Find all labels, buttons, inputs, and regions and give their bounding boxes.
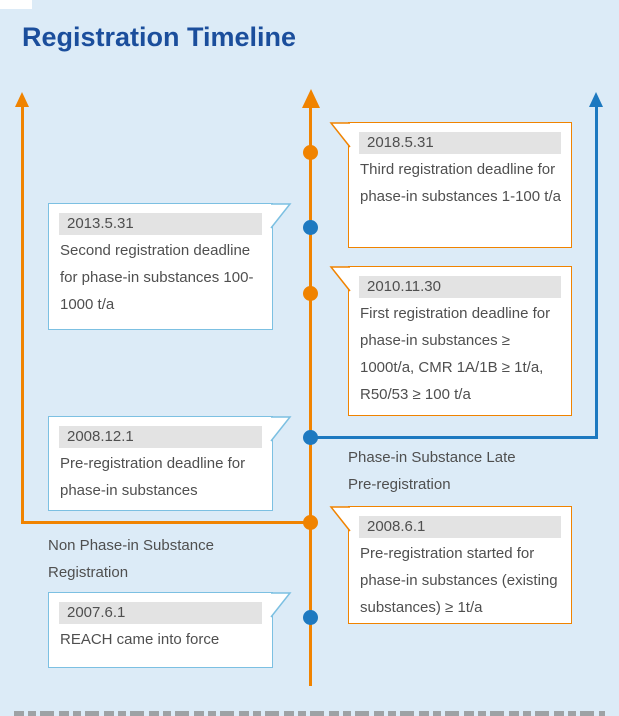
right-branch-line	[595, 106, 598, 439]
left-arrow-up-icon	[15, 92, 29, 107]
left-branch-label: Non Phase-in Substance Registration	[48, 532, 214, 586]
event-description: Third registration deadline for phase-in…	[360, 161, 561, 205]
page-title: Registration Timeline	[22, 22, 297, 52]
corner-notch	[0, 0, 32, 9]
bubble-tail-icon	[329, 266, 351, 292]
timeline-marker-dot-2018	[303, 145, 318, 160]
event-card-2007: 2007.6.1 REACH came into force	[48, 592, 292, 668]
timeline-marker-dot-2008-6	[303, 515, 318, 530]
left-branch-label-line1: Non Phase-in Substance	[48, 537, 214, 554]
right-arrow-up-icon	[589, 92, 603, 107]
event-description: Second registration deadline for phase-i…	[60, 242, 254, 313]
event-date-badge: 2018.5.31	[359, 132, 561, 154]
left-branch-connector	[21, 521, 311, 524]
timeline-marker-dot-2013	[303, 220, 318, 235]
bubble-tail-icon	[270, 203, 292, 229]
event-card-2013: 2013.5.31 Second registration deadline f…	[48, 203, 292, 330]
event-card-2018: 2018.5.31 Third registration deadline fo…	[329, 122, 572, 248]
timeline-marker-dot-2007	[303, 610, 318, 625]
event-description: Pre-registration started for phase-in su…	[360, 545, 558, 616]
event-description: Pre-registration deadline for phase-in s…	[60, 455, 246, 499]
bubble-tail-icon	[270, 416, 292, 442]
timeline-marker-dot-2010	[303, 286, 318, 301]
event-description: REACH came into force	[60, 631, 220, 648]
event-card-2010: 2010.11.30 First registration deadline f…	[329, 266, 572, 416]
bubble-tail-icon	[270, 592, 292, 618]
event-description: First registration deadline for phase-in…	[360, 305, 551, 403]
center-timeline-axis	[309, 106, 312, 686]
event-card-2008-6: 2008.6.1 Pre-registration started for ph…	[329, 506, 572, 624]
event-date-badge: 2013.5.31	[59, 213, 262, 235]
right-branch-label-line2: Pre-registration	[348, 476, 451, 493]
bubble-tail-icon	[329, 122, 351, 148]
event-date-badge: 2007.6.1	[59, 602, 262, 624]
event-card-2008-12: 2008.12.1 Pre-registration deadline for …	[48, 416, 292, 511]
right-branch-label: Phase-in Substance Late Pre-registration	[348, 444, 516, 498]
timeline-marker-dot-2008-12	[303, 430, 318, 445]
bubble-tail-icon	[329, 506, 351, 532]
event-date-badge: 2010.11.30	[359, 276, 561, 298]
right-branch-connector	[311, 436, 598, 439]
event-date-badge: 2008.12.1	[59, 426, 262, 448]
right-branch-label-line1: Phase-in Substance Late	[348, 449, 516, 466]
event-date-badge: 2008.6.1	[359, 516, 561, 538]
left-branch-line	[21, 106, 24, 524]
clipped-footnote-text	[14, 711, 605, 716]
left-branch-label-line2: Registration	[48, 564, 129, 581]
center-arrow-up-icon	[302, 89, 320, 108]
